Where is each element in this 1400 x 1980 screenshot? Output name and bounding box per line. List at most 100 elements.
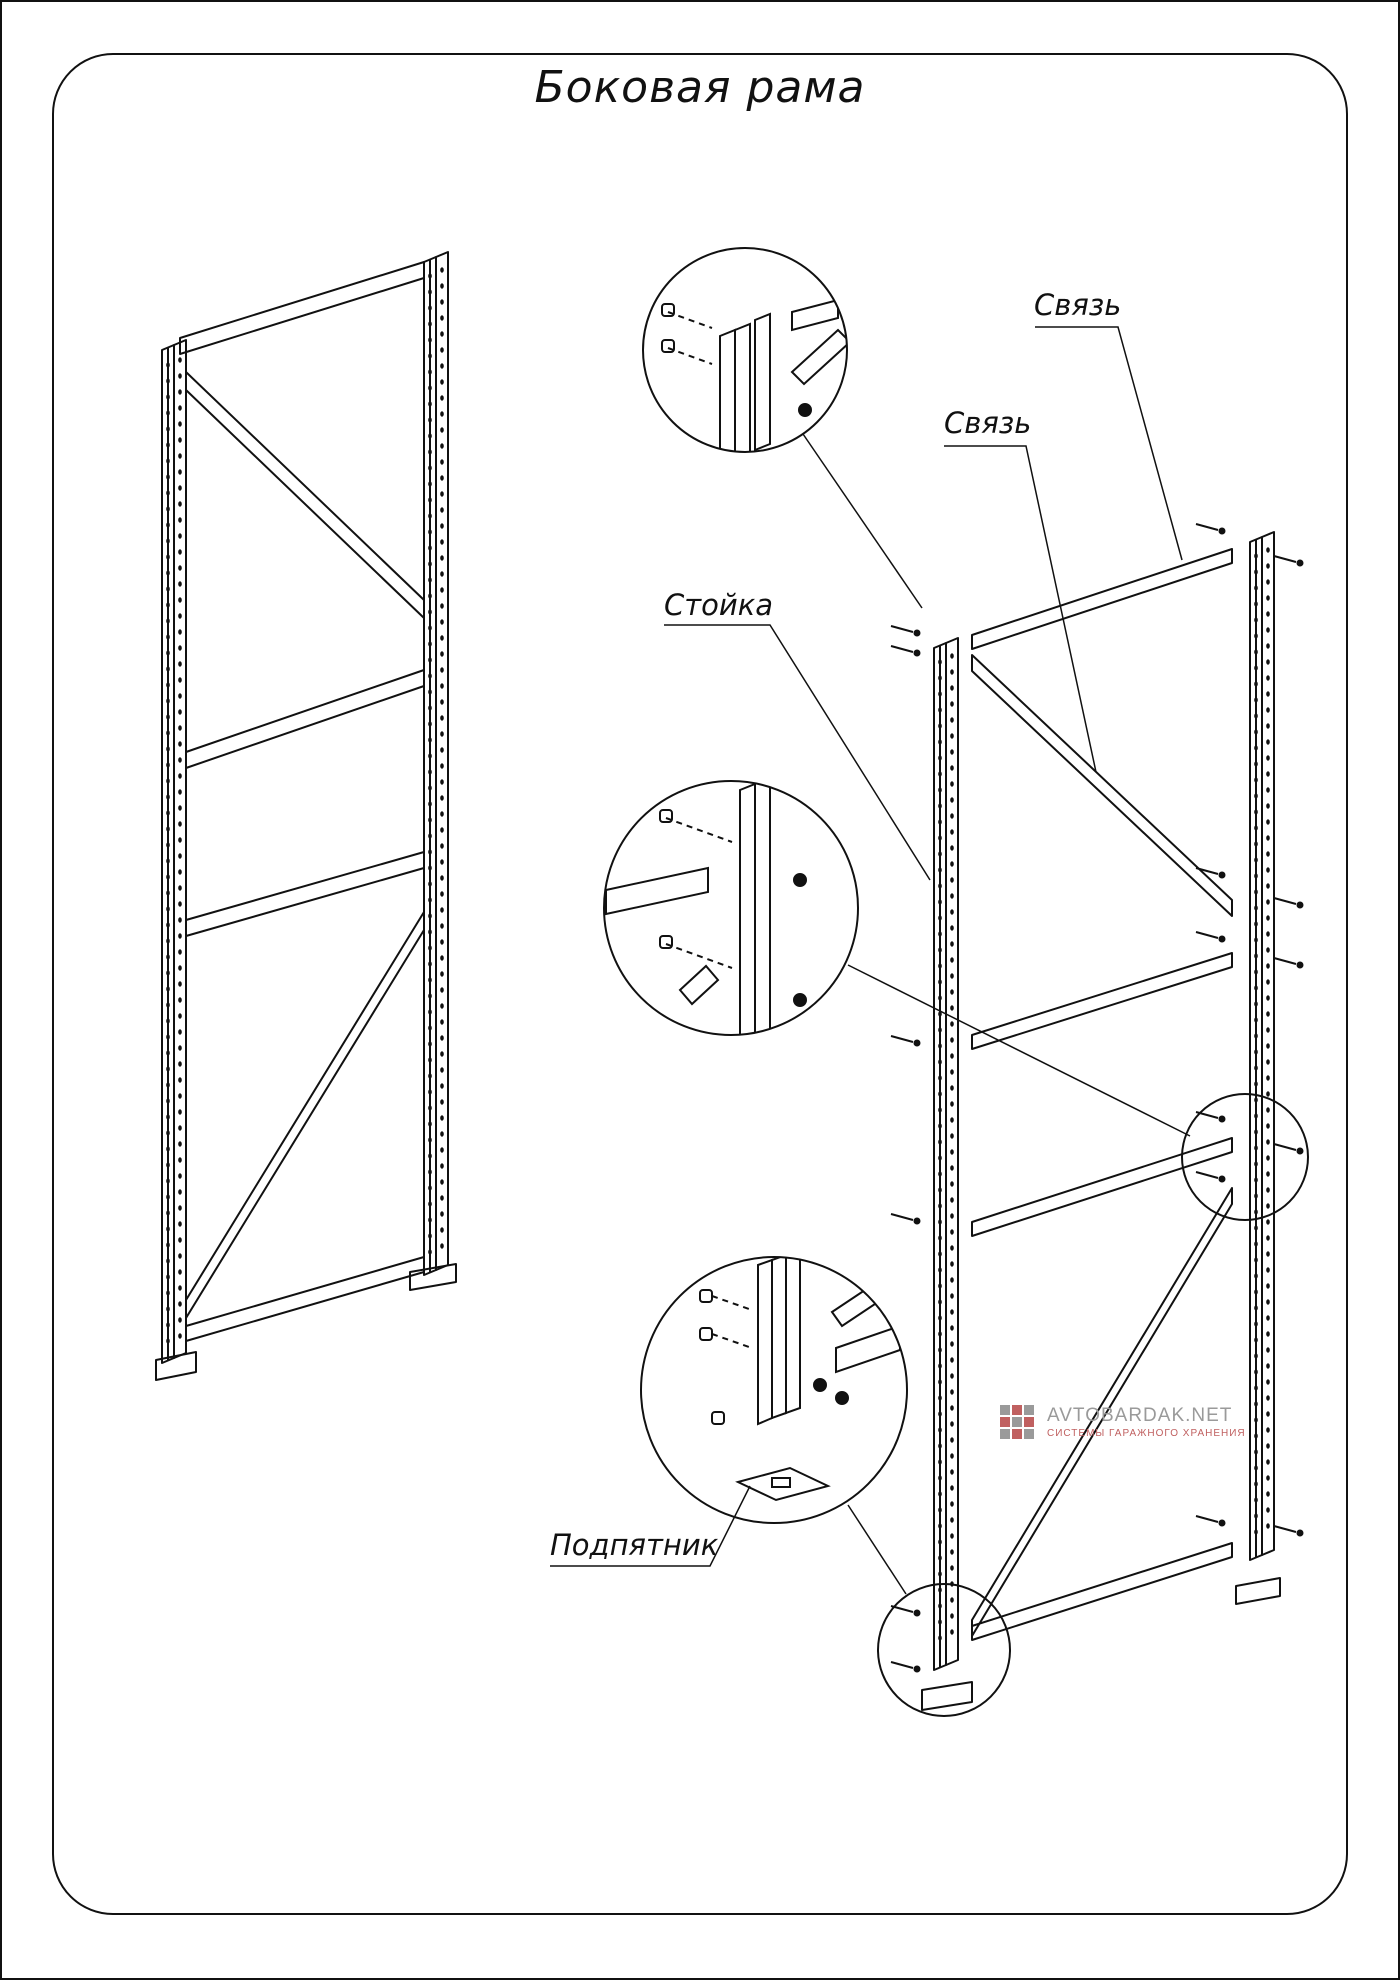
bolt-arrow	[1195, 1515, 1219, 1523]
perforation-hole	[428, 945, 432, 951]
perforation-hole	[166, 714, 170, 720]
perforation-hole	[938, 723, 942, 729]
perforation-hole	[440, 571, 444, 577]
watermark-tagline: СИСТЕМЫ ГАРАЖНОГО ХРАНЕНИЯ	[1047, 1428, 1246, 1439]
perforation-hole	[938, 979, 942, 985]
perforation-hole	[440, 699, 444, 705]
perforation-hole	[950, 1501, 954, 1507]
perforation-hole	[1254, 1049, 1258, 1055]
perforation-hole	[1266, 1139, 1270, 1145]
perforation-hole	[938, 659, 942, 665]
perforation-hole	[440, 1227, 444, 1233]
perforation-hole	[1254, 1257, 1258, 1263]
perforation-hole	[166, 698, 170, 704]
perforation-hole	[428, 753, 432, 759]
perforation-hole	[950, 957, 954, 963]
perforation-hole	[166, 906, 170, 912]
perforation-hole	[428, 417, 432, 423]
perforation-hole	[178, 1061, 182, 1067]
perforation-hole	[428, 513, 432, 519]
perforation-hole	[440, 555, 444, 561]
perforation-hole	[178, 981, 182, 987]
perforation-hole	[1254, 1193, 1258, 1199]
perforation-hole	[166, 970, 170, 976]
perforation-hole	[166, 1050, 170, 1056]
perforation-hole	[440, 347, 444, 353]
perforation-hole	[166, 1258, 170, 1264]
perforation-hole	[440, 1211, 444, 1217]
perforation-hole	[166, 778, 170, 784]
perforation-hole	[950, 845, 954, 851]
perforation-hole	[1254, 1465, 1258, 1471]
perforation-hole	[428, 1105, 432, 1111]
perforation-hole	[938, 1491, 942, 1497]
perforation-hole	[1254, 1177, 1258, 1183]
perforation-hole	[440, 395, 444, 401]
perforation-hole	[428, 801, 432, 807]
bolt-arrow	[1195, 931, 1219, 939]
perforation-hole	[1254, 1081, 1258, 1087]
perforation-hole	[1254, 921, 1258, 927]
perforation-hole	[166, 954, 170, 960]
perforation-hole	[1254, 1417, 1258, 1423]
perforation-hole	[440, 715, 444, 721]
perforation-hole	[166, 362, 170, 368]
perforation-hole	[938, 1539, 942, 1545]
perforation-hole	[440, 955, 444, 961]
perforation-hole	[938, 1011, 942, 1017]
perforation-hole	[166, 1130, 170, 1136]
perforation-hole	[440, 667, 444, 673]
perforation-hole	[1254, 585, 1258, 591]
perforation-hole	[178, 693, 182, 699]
perforation-hole	[950, 1373, 954, 1379]
bolt-arrow	[1273, 957, 1297, 965]
perforation-hole	[428, 497, 432, 503]
perforation-hole	[1254, 969, 1258, 975]
perforation-hole	[166, 1338, 170, 1344]
bolt-arrows	[890, 523, 1304, 1673]
perforation-hole	[428, 977, 432, 983]
perforation-hole	[440, 891, 444, 897]
perforation-hole	[938, 963, 942, 969]
perforation-hole	[1254, 649, 1258, 655]
perforation-hole	[178, 789, 182, 795]
watermark-logo-square	[1024, 1405, 1034, 1415]
perforation-hole	[428, 769, 432, 775]
perforation-hole	[1266, 1203, 1270, 1209]
perforation-hole	[1266, 1235, 1270, 1241]
perforation-hole	[440, 1067, 444, 1073]
perforation-hole	[950, 1293, 954, 1299]
watermark-logo	[1000, 1405, 1034, 1439]
perforation-hole	[178, 1109, 182, 1115]
perforation-hole	[938, 1587, 942, 1593]
perforation-hole	[178, 533, 182, 539]
perforation-hole	[428, 1009, 432, 1015]
perforation-hole	[178, 1157, 182, 1163]
perforation-hole	[1254, 617, 1258, 623]
bolt-dot	[1218, 1175, 1226, 1183]
perforation-hole	[950, 1005, 954, 1011]
perforation-hole	[950, 701, 954, 707]
perforation-hole	[428, 529, 432, 535]
perforation-hole	[950, 1597, 954, 1603]
perforation-hole	[440, 1019, 444, 1025]
perforation-hole	[950, 765, 954, 771]
bolt-arrow	[890, 1213, 914, 1221]
bolt-arrow	[1195, 523, 1219, 531]
perforation-hole	[950, 829, 954, 835]
perforation-hole	[1254, 1497, 1258, 1503]
watermark: AVTOBARDAK.NET СИСТЕМЫ ГАРАЖНОГО ХРАНЕНИ…	[1000, 1403, 1245, 1443]
perforation-hole	[428, 609, 432, 615]
perforation-hole	[1254, 825, 1258, 831]
perforation-hole	[938, 1619, 942, 1625]
perforation-hole	[1266, 1251, 1270, 1257]
perforation-hole	[428, 849, 432, 855]
perforation-hole	[440, 1051, 444, 1057]
perforation-hole	[440, 875, 444, 881]
watermark-logo-square	[1012, 1429, 1022, 1439]
perforation-hole	[1266, 899, 1270, 905]
perforation-hole	[440, 763, 444, 769]
perforation-hole	[1266, 1459, 1270, 1465]
perforation-hole	[428, 673, 432, 679]
